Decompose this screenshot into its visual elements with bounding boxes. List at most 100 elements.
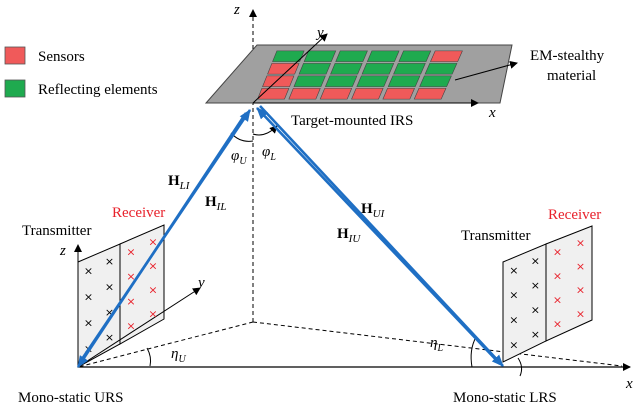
h-li-base: H	[168, 173, 180, 189]
left-tx-antenna: ×	[105, 255, 114, 268]
irs-sensor-element	[430, 50, 463, 62]
left-tx-antenna: ×	[105, 281, 114, 294]
irs-reflecting-element	[335, 50, 368, 62]
left-rx-elements: ××××××××	[126, 236, 157, 333]
irs-sensor-element	[351, 88, 384, 100]
irs-reflecting-element	[366, 50, 400, 62]
irs-reflecting-element	[419, 75, 452, 87]
eta-l-sub: L	[436, 343, 443, 354]
h-iu-base: H	[337, 226, 349, 242]
h-ui-label: HUI	[361, 201, 386, 220]
irs-caption: Target-mounted IRS	[291, 113, 413, 129]
beam-irs-to-urs	[76, 112, 248, 368]
left-rx-antenna: ×	[148, 283, 157, 296]
right-tx-antenna: ×	[509, 314, 518, 327]
irs-reflecting-element	[424, 63, 458, 75]
right-rx-antenna: ×	[576, 307, 585, 320]
phi-l-base: φ	[262, 144, 270, 160]
right-tx-antenna: ×	[531, 304, 540, 317]
irs-sensor-element	[262, 75, 295, 87]
right-rx-antenna: ×	[553, 246, 562, 259]
h-il-label: HIL	[205, 194, 226, 213]
h-ui-base: H	[361, 201, 373, 217]
main-x-axis	[252, 321, 623, 367]
right-rx-elements: × × × × × × × ×	[553, 236, 585, 330]
phi-u-label: φU	[231, 148, 247, 167]
right-tx-antenna: ×	[509, 338, 518, 351]
right-tx-antenna: ×	[509, 264, 518, 277]
main-z-label: z	[233, 2, 240, 18]
irs-y-label: y	[315, 25, 324, 41]
right-tx-antenna: ×	[531, 255, 540, 268]
left-rx-antenna: ×	[126, 319, 135, 332]
h-li-sub: LI	[179, 180, 191, 192]
irs-sensor-element	[288, 88, 321, 100]
right-rx-antenna: ×	[576, 260, 585, 273]
right-rx-antenna: ×	[576, 284, 585, 297]
legend-reflector-label: Reflecting elements	[38, 82, 158, 98]
irs-reflecting-element	[298, 63, 332, 75]
material-label-line2: material	[547, 68, 596, 84]
left-y-label: y	[196, 275, 205, 291]
irs-reflecting-element	[324, 75, 358, 87]
eta-u-sub: U	[178, 354, 186, 365]
right-tx-antenna: ×	[509, 289, 518, 302]
h-iu-sub: IU	[348, 233, 362, 245]
left-z-label: z	[59, 243, 66, 259]
material-label-line1: EM-stealthy	[530, 48, 605, 64]
irs-surface: x y Target-mounted IRS EM-stealthy mater…	[204, 25, 605, 129]
left-rx-antenna: ×	[126, 295, 135, 308]
irs-y-axis	[252, 33, 328, 104]
phi-u-sub: U	[239, 156, 247, 167]
eta-u-base: η	[171, 346, 178, 362]
h-ui-sub: UI	[373, 208, 386, 220]
irs-reflecting-element	[387, 75, 421, 87]
eta-l-arc	[470, 336, 477, 368]
irs-reflecting-element	[393, 63, 426, 75]
angle-arcs	[146, 125, 523, 377]
eta-l-base: η	[430, 335, 437, 351]
irs-reflecting-element	[293, 75, 326, 87]
eta-u-arc	[146, 347, 152, 367]
right-receiver-label: Receiver	[548, 207, 601, 223]
right-tx-antenna: ×	[531, 328, 540, 341]
irs-sensor-element	[382, 88, 415, 100]
right-corner-arc	[517, 357, 523, 377]
legend-sensor-swatch	[4, 46, 26, 65]
irs-sensor-element	[413, 88, 447, 100]
left-tx-antenna: ×	[84, 290, 93, 303]
right-rx-panel	[545, 225, 593, 342]
right-tx-elements: × × × × × × × ×	[509, 255, 540, 352]
phi-l-label: φL	[262, 144, 276, 163]
angle-labels: φU φL ηU ηL	[171, 144, 443, 365]
left-receiver-label: Receiver	[112, 205, 165, 221]
left-tx-antenna: ×	[84, 316, 93, 329]
right-rx-antenna: ×	[576, 236, 585, 249]
left-array-caption: Mono-static URS	[18, 390, 123, 406]
left-array: z y ×××××××× ×××××××× Transmitter Receiv…	[18, 205, 205, 406]
irs-element-grid	[257, 50, 463, 100]
irs-sensor-element	[319, 88, 353, 100]
material-pointer-arrow	[454, 60, 518, 81]
left-rx-antenna: ×	[148, 260, 157, 273]
left-rx-antenna: ×	[126, 270, 135, 283]
ground-x-label: x	[625, 376, 633, 392]
left-tx-antenna: ×	[105, 331, 114, 344]
h-il-sub: IL	[216, 201, 227, 213]
right-tx-antenna: ×	[531, 279, 540, 292]
left-y-axis	[77, 287, 201, 368]
right-rx-antenna: ×	[553, 294, 562, 307]
phi-u-base: φ	[231, 148, 239, 164]
eta-u-label: ηU	[171, 346, 186, 365]
right-rx-antenna: ×	[553, 270, 562, 283]
left-rx-antenna: ×	[148, 236, 157, 249]
beam-irs-to-lrs	[259, 105, 504, 367]
eta-l-label: ηL	[430, 335, 443, 354]
irs-x-label: x	[488, 105, 496, 121]
left-transmitter-label: Transmitter	[22, 223, 91, 239]
legend: Sensors Reflecting elements	[4, 46, 158, 98]
irs-sensor-element	[267, 63, 300, 75]
irs-reflecting-element	[303, 50, 337, 62]
left-tx-antenna: ×	[84, 265, 93, 278]
right-rx-antenna: ×	[553, 318, 562, 331]
